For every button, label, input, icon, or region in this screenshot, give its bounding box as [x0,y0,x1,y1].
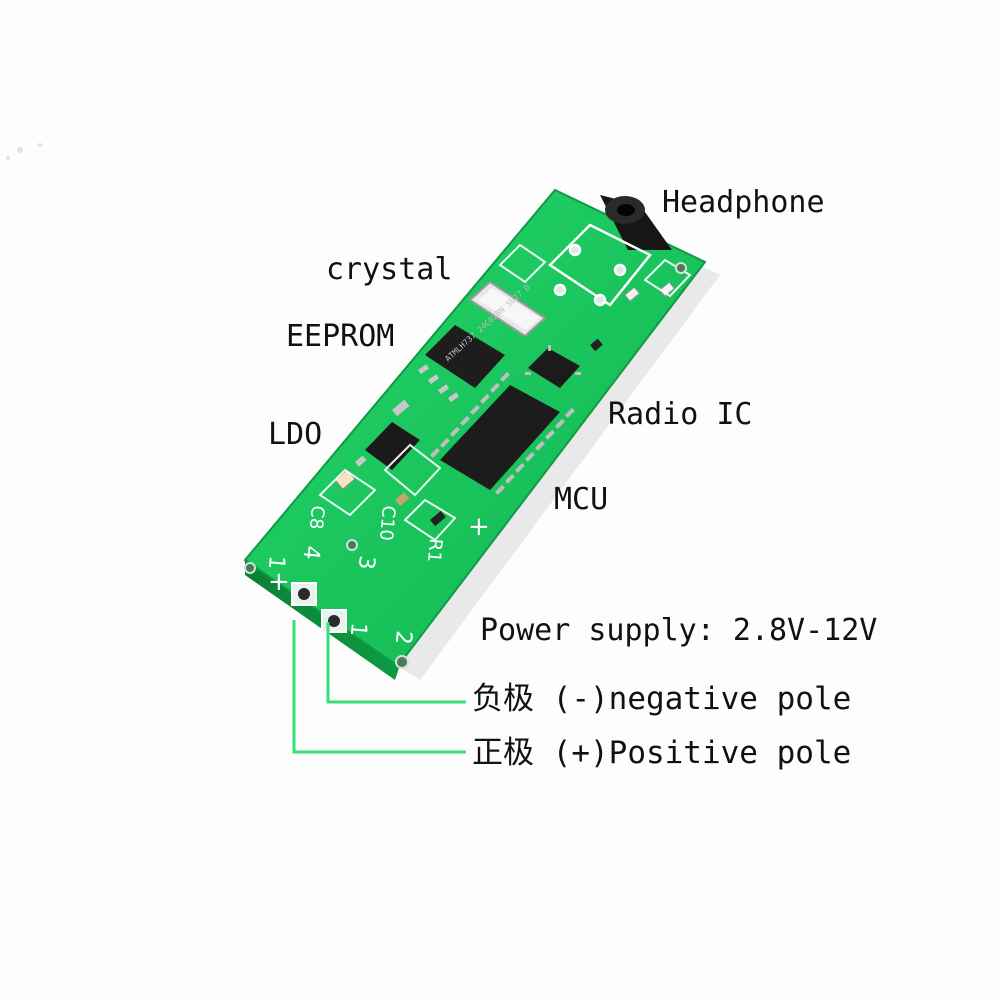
smd-components [334,281,676,527]
crystal-component [468,280,547,338]
negative-pole-label: 负极 (-)negative pole [472,681,852,717]
board-vias [244,262,687,669]
silk-pin-3: 3 [353,554,379,570]
silk-pin-1b: 1 [345,621,371,637]
silk-pin-1: 1 [263,554,289,570]
crystal-label: crystal [326,252,453,287]
radio-ic-label: Radio IC [608,397,753,432]
silk-r1: R1 [423,538,446,564]
ldo-label: LDO [268,417,323,452]
headphone-jack [600,195,672,250]
silk-plus: + [268,567,290,597]
mcu-label: MCU [554,482,609,517]
power-pins [291,582,347,633]
power-supply-label: Power supply: 2.8V-12V [480,613,878,648]
silk-c8: C8 [305,505,328,531]
silk-c10: C10 [375,505,399,542]
silkscreen-outlines [318,243,692,542]
leader-lines [292,620,466,754]
mcu-chip [430,371,575,495]
ldo-regulator [354,399,420,470]
headphone-label: Headphone [662,185,825,220]
negative-leader-line [326,622,466,704]
jack-footprint [548,223,652,307]
background-speckle [6,143,42,160]
silk-pin-2: 2 [390,629,416,645]
positive-pole-label: 正极 (+)Positive pole [472,735,852,771]
eeprom-label: EEPROM [286,319,395,354]
radio-ic-chip [525,345,581,388]
silk-plus-2: + [468,512,490,542]
positive-leader-line [292,620,466,754]
silk-pin-4: 4 [298,544,324,560]
